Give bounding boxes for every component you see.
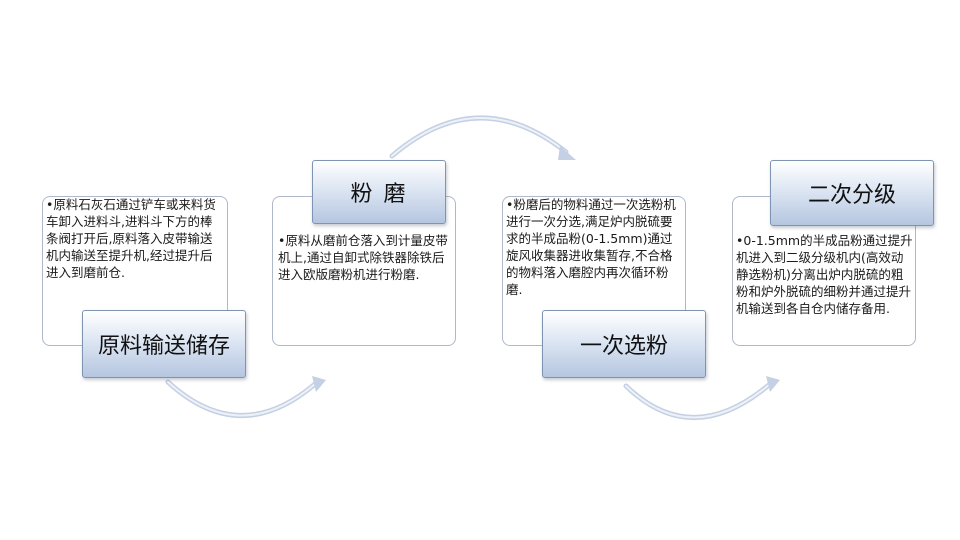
step3-description: 粉磨后的物料通过一次选粉机进行一次分选,满足炉内脱硫要求的半成品粉(0-1.5m… [506,196,684,298]
arrow-step3-to-step4 [623,376,780,420]
step3-title: 一次选粉 [542,310,706,378]
step2-title: 粉 磨 [312,160,446,224]
step1-title: 原料输送储存 [82,310,246,378]
arrow-step2-to-step3 [389,115,576,160]
step1-description: 原料石灰石通过铲车或来料货车卸入进料斗,进料斗下方的棒条阀打开后,原料落入皮带输… [46,196,224,281]
arrow-step1-to-step2 [165,376,326,418]
step4-description: 0-1.5mm的半成品粉通过提升机进入到二级分级机内(高效动静选粉机)分离出炉内… [736,232,914,317]
step2-description: 原料从磨前仓落入到计量皮带机上,通过自卸式除铁器除铁后进入欧版磨粉机进行粉磨. [278,232,450,283]
step4-title: 二次分级 [770,160,934,226]
